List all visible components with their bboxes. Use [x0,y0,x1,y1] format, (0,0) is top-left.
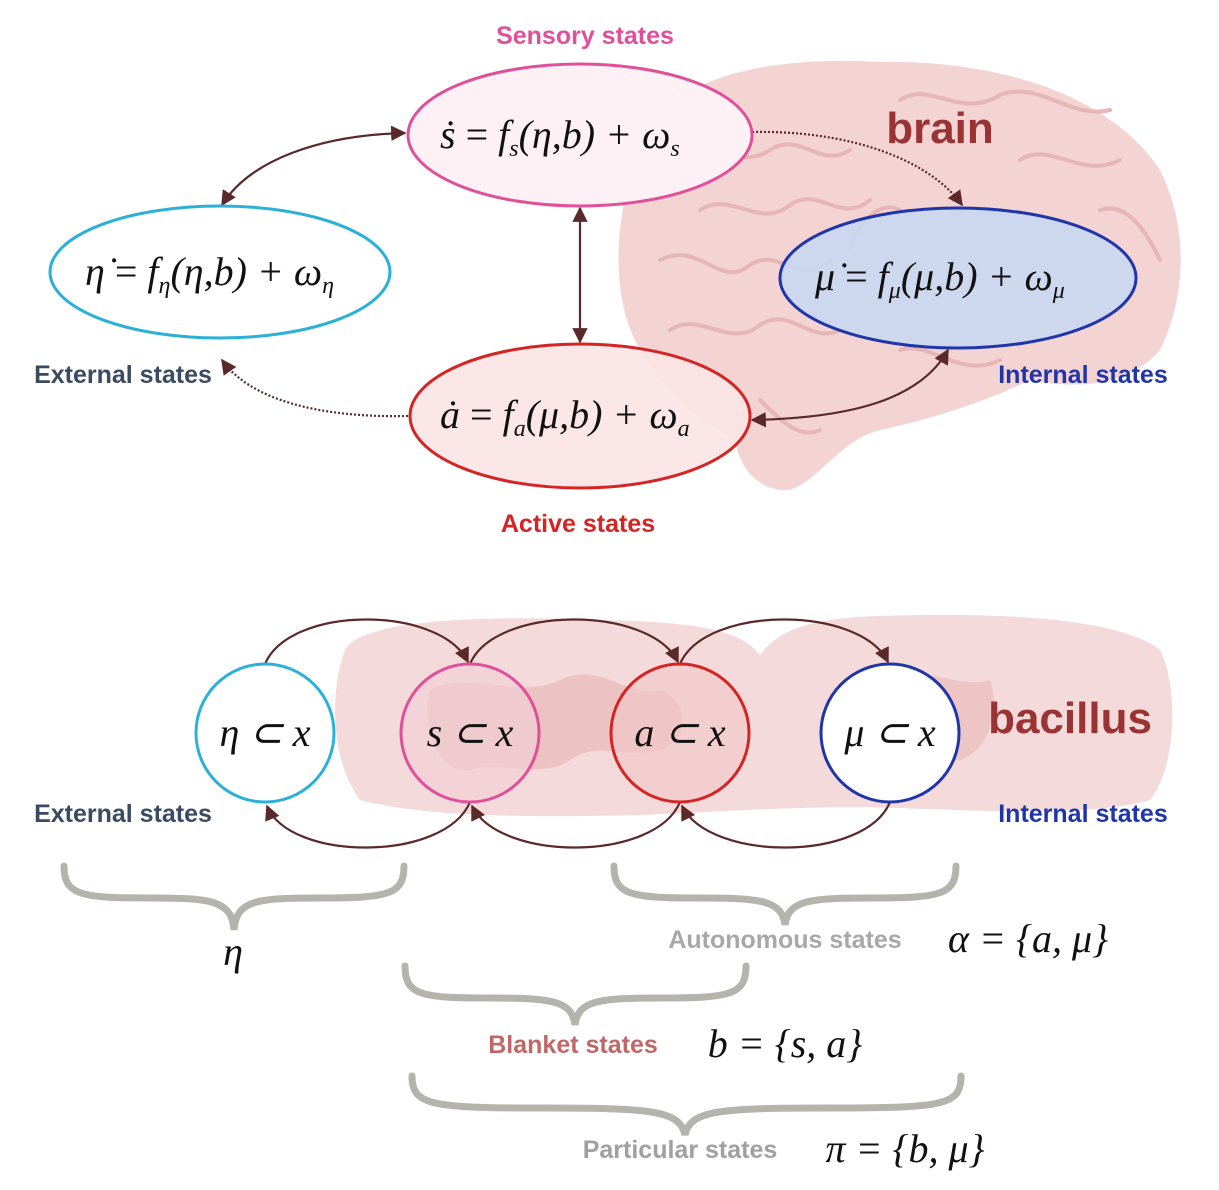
sensory-node [399,662,541,804]
external-equation: η̇ = fη(η,b) + ωη [85,249,334,299]
bottom-internal-states-label: Internal states [998,800,1168,828]
external-brace [60,862,408,931]
internal-node [819,662,961,804]
brain-label: brain [886,104,994,153]
external-ellipse [48,204,392,340]
sensory-node-label: s ⊂ x [427,710,514,755]
bottom-external-states-label: External states [34,800,212,828]
internal-ellipse [778,206,1138,350]
arrow-external-sensory [221,125,407,207]
external-states-label: External states [34,361,212,389]
active-ellipse [408,342,752,490]
particular-brace [408,1072,965,1136]
bottom-arrows [263,618,892,849]
bacillus-image [335,614,1173,817]
arrow-active-internal [750,348,949,428]
bacillus-label: bacillus [988,694,1152,743]
braces [60,862,965,1136]
internal-node-label: μ ⊂ x [843,710,936,755]
arrow-sensory-internal [751,130,963,207]
active-node-label: a ⊂ x [634,710,726,755]
autonomous-states-label: Autonomous states [668,926,901,954]
internal-states-label: Internal states [998,361,1168,389]
blanket-brace [401,962,750,1026]
internal-equation: μ̇ = fμ(μ,b) + ωμ [814,254,1065,304]
particular-states-label: Particular states [583,1136,778,1164]
autonomous-formula: α = {a, μ} [948,916,1108,961]
blanket-states-label: Blanket states [488,1031,658,1059]
arrow-active-external [221,358,409,418]
active-node [609,662,751,804]
external-node-label: η ⊂ x [219,710,310,755]
blanket-formula: b = {s, a} [708,1021,863,1066]
sensory-states-label: Sensory states [496,22,674,50]
autonomous-brace [610,862,960,926]
sensory-equation: ṡ = fs(η,b) + ωs [440,112,680,162]
external-symbol: η [223,929,243,974]
active-states-label: Active states [501,510,655,538]
sensory-ellipse [406,62,754,208]
external-node [194,662,336,804]
top-arrows [221,125,963,428]
particular-formula: π = {b, μ} [825,1126,984,1171]
active-equation: ȧ = fa(μ,b) + ωa [440,392,690,442]
